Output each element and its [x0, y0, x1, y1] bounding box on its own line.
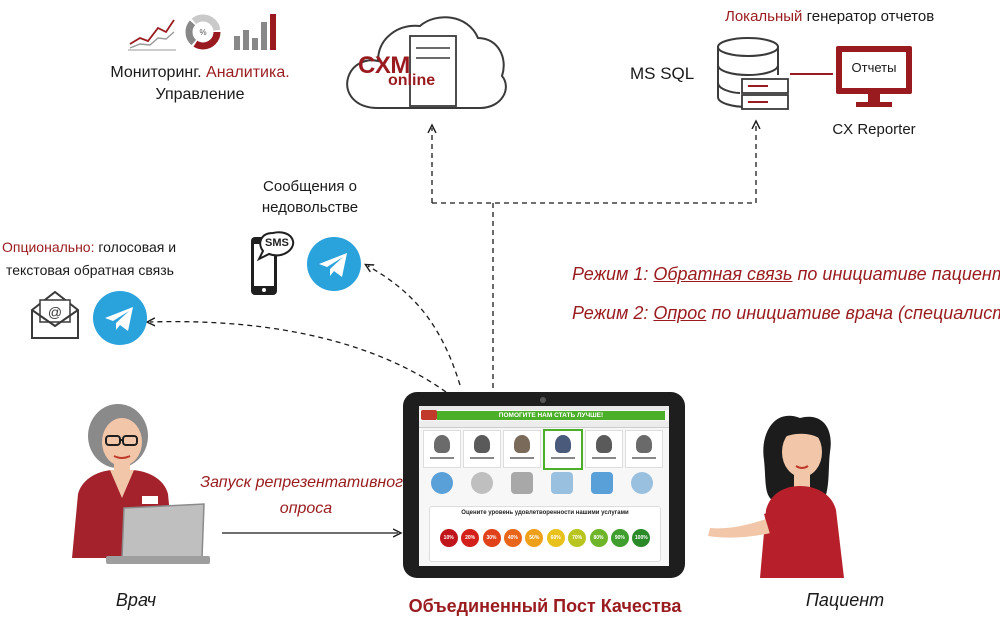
local-word: Локальный	[725, 8, 803, 25]
sms-label-line1: Сообщения о	[263, 178, 357, 195]
doctor-action-label: Запуск репрезентативного опроса	[196, 470, 416, 522]
monitoring-word: Мониторинг.	[110, 64, 202, 81]
ms-sql-label: MS SQL	[630, 64, 695, 83]
generator-words: генератор отчетов	[806, 8, 935, 25]
tablet-logo	[421, 410, 437, 420]
mode-1: Режим 1: Обратная связь по инициативе па…	[572, 264, 1000, 284]
rating-row: 10%20%30%40%50%60%70%80%90%100%	[438, 529, 652, 549]
photo-card-selected[interactable]	[543, 429, 583, 470]
rating-button[interactable]: 40%	[503, 529, 522, 547]
survey-option-icon[interactable]	[511, 472, 533, 494]
analytics-word: Аналитика.	[206, 64, 290, 81]
donut-chart-icon: %	[185, 14, 221, 50]
local-generator-title: Локальный генератор отчетов	[725, 7, 934, 27]
doctor-action-line2: опроса	[279, 500, 333, 517]
bar-chart-icon	[234, 14, 276, 50]
to-sms-arrow	[368, 266, 461, 386]
survey-option-icon[interactable]	[431, 472, 453, 494]
mode2-rest: по инициативе врача (специалиста)	[711, 303, 1000, 323]
telegram-icon-left	[93, 291, 147, 345]
tablet-camera	[540, 397, 546, 403]
tablet-screen: ПОМОГИТЕ НАМ СТАТЬ ЛУЧШЕ! Оцените уровен…	[419, 406, 669, 566]
to-email-arrow	[150, 322, 447, 393]
mode2-link: Опрос	[653, 303, 707, 323]
mode1-prefix: Режим 1:	[572, 264, 649, 284]
tablet-top-strip	[419, 406, 669, 410]
optional-label: Опционально: голосовая и текстовая обрат…	[2, 236, 176, 282]
survey-option-icon[interactable]	[471, 472, 493, 494]
patient-label: Пациент	[805, 590, 885, 610]
rating-button[interactable]: 70%	[568, 529, 587, 547]
photo-card[interactable]	[585, 430, 623, 468]
survey-option-icon[interactable]	[591, 472, 613, 494]
telegram-icon-top	[307, 237, 361, 291]
cxm-sub: online	[388, 72, 436, 89]
svg-text:@: @	[48, 304, 62, 320]
photo-card[interactable]	[625, 430, 663, 468]
doctor-action-line1: Запуск репрезентативного	[200, 474, 412, 491]
rating-button[interactable]: 80%	[589, 529, 608, 547]
cxm-logo: CXM online	[358, 52, 448, 90]
rating-button[interactable]: 100%	[632, 529, 651, 547]
mode-2: Режим 2: Опрос по инициативе врача (спец…	[572, 303, 1000, 323]
rating-button[interactable]: 90%	[610, 529, 629, 547]
svg-text:%: %	[199, 28, 206, 37]
database-icon	[717, 37, 789, 110]
sms-label: Сообщения о недовольстве	[244, 176, 376, 218]
doctor-label: Врач	[115, 590, 157, 610]
sms-label-line2: недовольстве	[261, 199, 359, 216]
tablet-tabs	[419, 421, 669, 428]
rating-button[interactable]: 60%	[546, 529, 565, 547]
mode1-rest: по инициативе пациента	[797, 264, 1000, 284]
line-chart-icon	[128, 19, 176, 51]
tablet-icon-row	[423, 470, 665, 500]
cx-reporter-label: CX Reporter	[832, 121, 916, 138]
tablet-question: Оцените уровень удовлетворенности нашими…	[461, 510, 629, 516]
photo-card[interactable]	[423, 430, 461, 468]
tablet-banner: ПОМОГИТЕ НАМ СТАТЬ ЛУЧШЕ!	[437, 411, 665, 420]
tablet-frame: ПОМОГИТЕ НАМ СТАТЬ ЛУЧШЕ! Оцените уровен…	[403, 392, 685, 578]
monitor-icon	[836, 46, 912, 107]
rating-button[interactable]: 50%	[525, 529, 544, 547]
cxm-brand: CXM	[358, 52, 410, 79]
monitor-reports-text: Отчеты	[851, 60, 897, 75]
management-word: Управление	[155, 86, 245, 103]
optional-line2: текстовая обратная связь	[6, 262, 174, 278]
survey-option-icon[interactable]	[631, 472, 653, 494]
photo-card[interactable]	[503, 430, 541, 468]
patient-illustration	[708, 415, 844, 578]
sms-bubble-text: SMS	[265, 237, 289, 249]
phone-icon	[251, 231, 295, 295]
mode1-link: Обратная связь	[653, 264, 793, 284]
optional-word: Опционально:	[2, 239, 95, 255]
tablet-question-panel: Оцените уровень удовлетворенности нашими…	[429, 506, 661, 562]
rating-button[interactable]: 20%	[461, 529, 480, 547]
optional-rest: голосовая и	[98, 239, 177, 255]
cloud-icon	[346, 16, 507, 109]
tablet-caption: Объединенный Пост Качества	[408, 596, 682, 616]
doctor-illustration	[72, 404, 210, 564]
email-icon: @	[31, 290, 79, 339]
rating-button[interactable]: 10%	[439, 529, 458, 547]
survey-option-icon[interactable]	[551, 472, 573, 494]
mode2-prefix: Режим 2:	[572, 303, 649, 323]
photo-card[interactable]	[463, 430, 501, 468]
tablet-photo-row	[423, 429, 665, 470]
monitoring-label: Мониторинг. Аналитика. Управление	[100, 62, 300, 106]
rating-button[interactable]: 30%	[482, 529, 501, 547]
